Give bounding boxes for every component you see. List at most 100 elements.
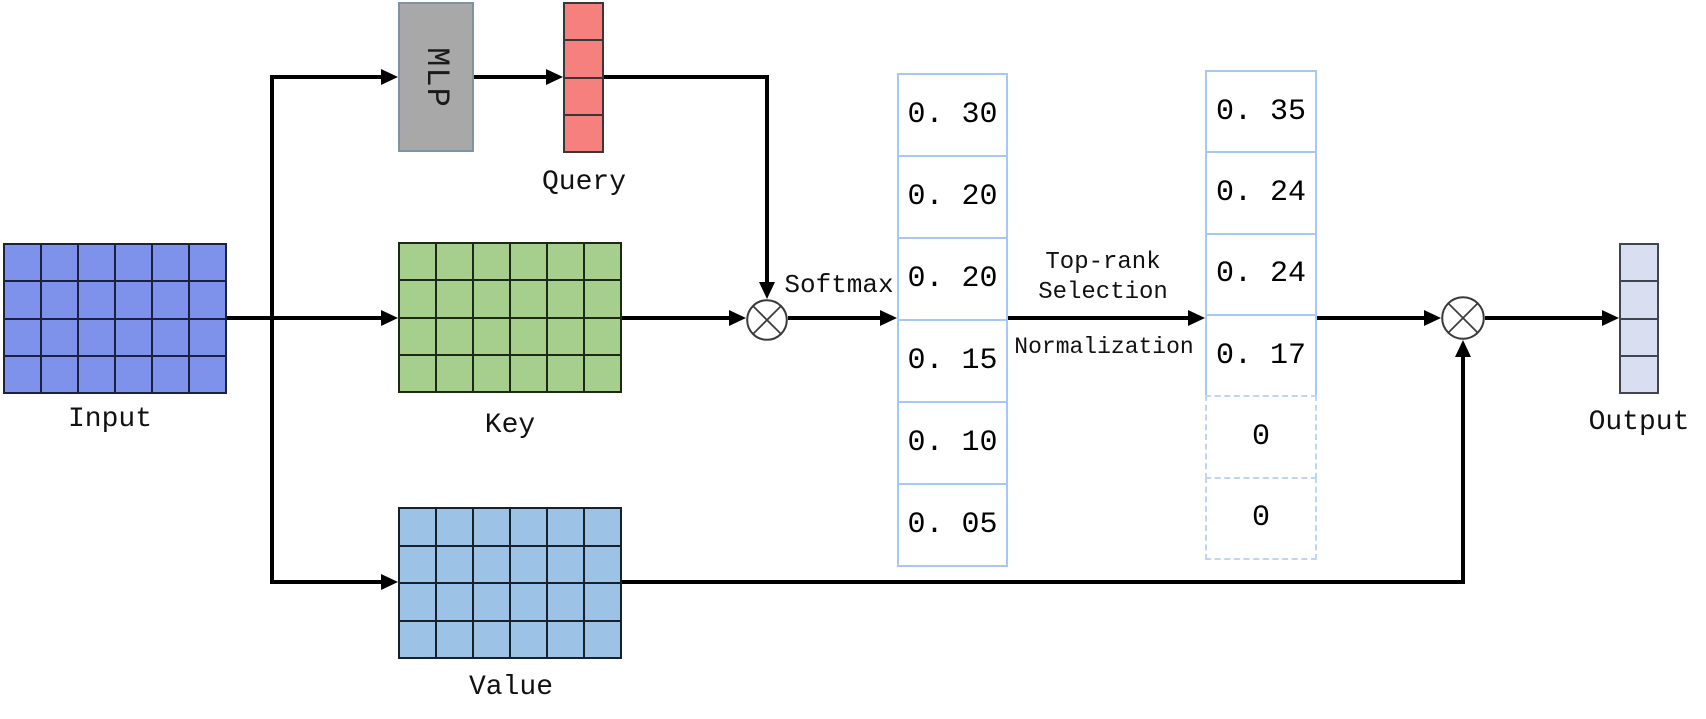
topk-score-cell: 0. 17 xyxy=(1205,313,1317,398)
value-cell xyxy=(510,508,547,546)
input-cell xyxy=(189,318,226,356)
matmul-operator-1-icon xyxy=(746,299,788,341)
value-cell xyxy=(399,583,436,621)
line-query-top xyxy=(604,75,769,79)
mlp-box: MLP xyxy=(398,2,474,152)
input-cell xyxy=(41,355,78,393)
softmax-score-cell: 0. 05 xyxy=(897,483,1008,567)
input-cell xyxy=(152,355,189,393)
value-cell xyxy=(473,545,510,583)
top-rank-line: Top-rank xyxy=(1045,249,1161,276)
line-key-to-matmul1 xyxy=(622,316,730,320)
arrowhead-into-topkcol xyxy=(1188,310,1205,326)
value-label: Value xyxy=(468,672,553,703)
key-cell xyxy=(436,317,473,355)
value-cell xyxy=(436,620,473,658)
arrowhead-into-mlp xyxy=(381,69,398,85)
arrowhead-into-matmul1 xyxy=(759,282,775,299)
key-cell xyxy=(547,317,584,355)
query-cell xyxy=(564,40,603,78)
input-cell xyxy=(115,281,152,319)
line-input-to-key xyxy=(227,316,383,320)
input-cell xyxy=(152,244,189,282)
input-cell xyxy=(4,244,41,282)
output-vector xyxy=(1619,243,1659,394)
value-cell xyxy=(584,508,621,546)
softmax-score-cell: 0. 15 xyxy=(897,319,1008,403)
query-vector xyxy=(563,2,604,153)
matmul-operator-2-icon xyxy=(1441,296,1485,340)
input-label: Input xyxy=(67,404,152,435)
value-cell xyxy=(510,583,547,621)
key-cell xyxy=(584,280,621,318)
normalization-label: Normalization xyxy=(1014,334,1194,360)
query-label: Query xyxy=(541,167,626,198)
key-cell xyxy=(584,243,621,281)
topk-score-cell: 0 xyxy=(1205,395,1317,479)
value-cell xyxy=(399,508,436,546)
line-mlp-to-query xyxy=(474,75,547,79)
key-cell xyxy=(436,354,473,392)
topk-score-cell: 0 xyxy=(1205,476,1317,560)
output-label: Output xyxy=(1588,407,1690,438)
value-cell xyxy=(436,583,473,621)
key-cell xyxy=(436,280,473,318)
input-cell xyxy=(189,281,226,319)
arrowhead-matmul2-left xyxy=(1424,310,1441,326)
arrowhead-matmul2-bottom xyxy=(1455,340,1471,357)
key-cell xyxy=(547,280,584,318)
key-label: Key xyxy=(484,410,536,441)
key-cell xyxy=(436,243,473,281)
value-cell xyxy=(510,545,547,583)
key-cell xyxy=(510,280,547,318)
topk-score-cell: 0. 35 xyxy=(1205,70,1317,154)
line-value-bottom xyxy=(622,580,1465,584)
topk-score-cell: 0. 24 xyxy=(1205,232,1317,316)
input-cell xyxy=(152,318,189,356)
key-cell xyxy=(399,280,436,318)
input-cell xyxy=(115,318,152,356)
key-cell xyxy=(473,354,510,392)
value-cell xyxy=(510,620,547,658)
key-cell xyxy=(399,354,436,392)
value-cell xyxy=(399,620,436,658)
key-cell xyxy=(399,317,436,355)
output-cell xyxy=(1620,244,1658,282)
input-cell xyxy=(78,355,115,393)
input-cell xyxy=(78,318,115,356)
key-cell xyxy=(473,243,510,281)
line-branch-to-value xyxy=(270,580,383,584)
input-cell xyxy=(41,318,78,356)
arrowhead-into-output xyxy=(1602,310,1619,326)
line-topk-to-matmul2 xyxy=(1317,316,1425,320)
softmax-score-cell: 0. 30 xyxy=(897,73,1008,157)
input-cell xyxy=(41,281,78,319)
value-cell xyxy=(547,583,584,621)
softmax-label: Softmax xyxy=(784,270,894,300)
key-cell xyxy=(399,243,436,281)
input-matrix xyxy=(3,243,227,394)
value-matrix xyxy=(398,507,622,659)
key-cell xyxy=(473,280,510,318)
line-softmax-to-topk xyxy=(1008,316,1189,320)
selection-line: Selection xyxy=(1038,279,1168,306)
line-matmul2-to-output xyxy=(1485,316,1603,320)
topk-score-cell: 0. 24 xyxy=(1205,151,1317,235)
input-cell xyxy=(115,244,152,282)
value-cell xyxy=(547,620,584,658)
softmax-score-cell: 0. 20 xyxy=(897,155,1008,239)
value-cell xyxy=(547,545,584,583)
arrowhead-into-key xyxy=(381,310,398,326)
input-cell xyxy=(115,355,152,393)
value-cell xyxy=(399,545,436,583)
key-cell xyxy=(547,243,584,281)
key-cell xyxy=(473,317,510,355)
arrowhead-matmul1-left xyxy=(729,310,746,326)
input-cell xyxy=(152,281,189,319)
value-cell xyxy=(584,620,621,658)
input-cell xyxy=(78,281,115,319)
input-cell xyxy=(4,281,41,319)
